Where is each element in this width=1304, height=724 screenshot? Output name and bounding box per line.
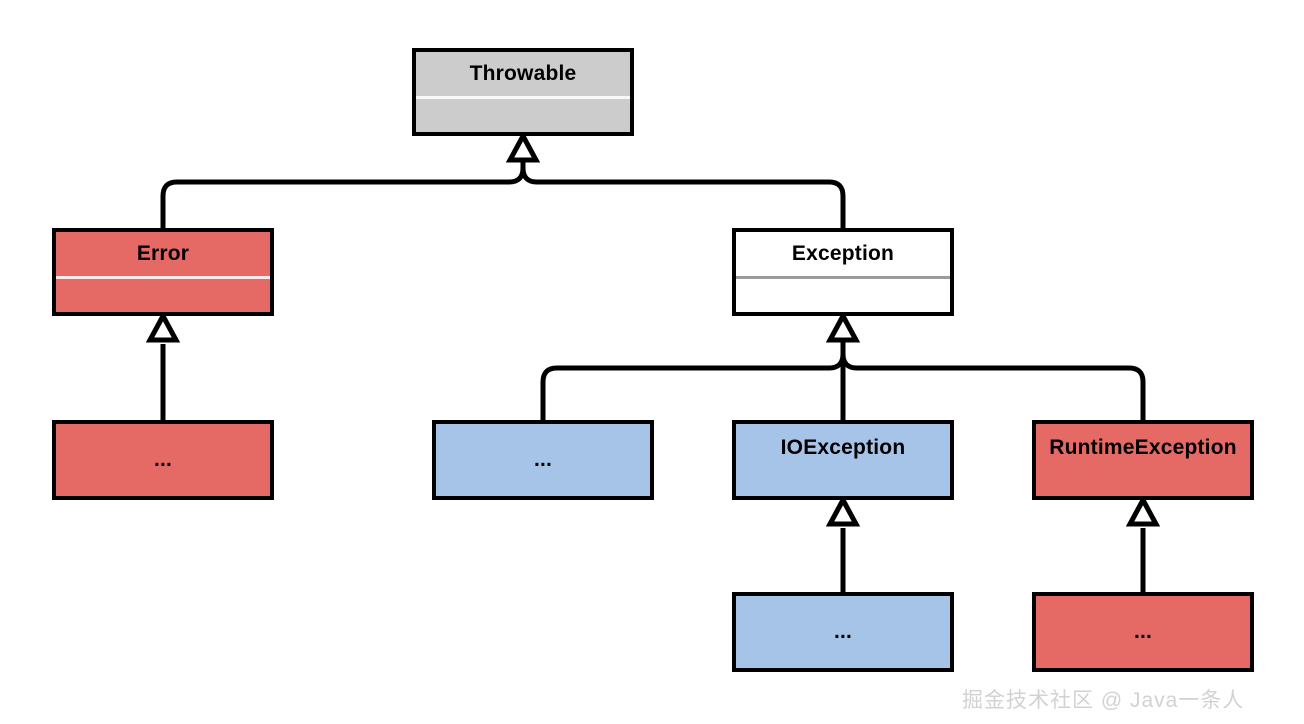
- class-label: Throwable: [469, 62, 577, 85]
- watermark-text: 掘金技术社区 @ Java一条人: [962, 689, 1245, 712]
- class-box-throwable[interactable]: Throwable: [412, 48, 634, 136]
- arrowhead-exception: [825, 310, 861, 343]
- class-label: ...: [533, 447, 553, 471]
- class-box-runtimeexception[interactable]: RuntimeException: [1032, 420, 1254, 500]
- class-name-error: Error: [56, 232, 270, 279]
- edge-error-ellipsis-to-error: [145, 310, 181, 420]
- class-box-exception[interactable]: Exception: [732, 228, 954, 316]
- class-members-error: [56, 279, 270, 312]
- class-label: IOException: [780, 436, 906, 459]
- class-members-ioexception: [736, 472, 950, 496]
- class-label: ...: [833, 619, 853, 643]
- class-members-runtimeexception: [1036, 472, 1250, 496]
- class-name-ioexception: IOException: [736, 424, 950, 472]
- class-label: RuntimeException: [1049, 436, 1237, 459]
- class-name-ioexception-ellipsis: ...: [736, 596, 950, 668]
- class-box-error[interactable]: Error: [52, 228, 274, 316]
- class-name-exception-ellipsis: ...: [436, 424, 650, 496]
- edge-exception-to-throwable: [520, 152, 846, 228]
- edge-runtimeexception-ellipsis-to-runtimeexception: [1125, 494, 1161, 592]
- class-label: Error: [136, 242, 190, 265]
- edge-exception-ellipsis-to-exception: [540, 332, 846, 420]
- edge-runtimeexception-to-exception: [840, 332, 1146, 420]
- class-label: ...: [153, 447, 173, 471]
- edge-error-to-throwable: [160, 152, 526, 228]
- class-box-ioexception-ellipsis[interactable]: ...: [732, 592, 954, 672]
- arrowhead-throwable: [505, 130, 541, 163]
- class-box-error-ellipsis[interactable]: ...: [52, 420, 274, 500]
- class-box-ioexception[interactable]: IOException: [732, 420, 954, 500]
- edge-ioexception-ellipsis-to-ioexception: [825, 494, 861, 592]
- class-name-throwable: Throwable: [416, 52, 630, 99]
- class-name-error-ellipsis: ...: [56, 424, 270, 496]
- class-name-runtimeexception: RuntimeException: [1036, 424, 1250, 472]
- class-box-runtimeexception-ellipsis[interactable]: ...: [1032, 592, 1254, 672]
- class-name-exception: Exception: [736, 232, 950, 279]
- class-box-exception-ellipsis[interactable]: ...: [432, 420, 654, 500]
- class-label: ...: [1133, 619, 1153, 643]
- class-label: Exception: [791, 242, 895, 265]
- class-members-exception: [736, 279, 950, 312]
- class-name-runtimeexception-ellipsis: ...: [1036, 596, 1250, 668]
- class-members-throwable: [416, 99, 630, 132]
